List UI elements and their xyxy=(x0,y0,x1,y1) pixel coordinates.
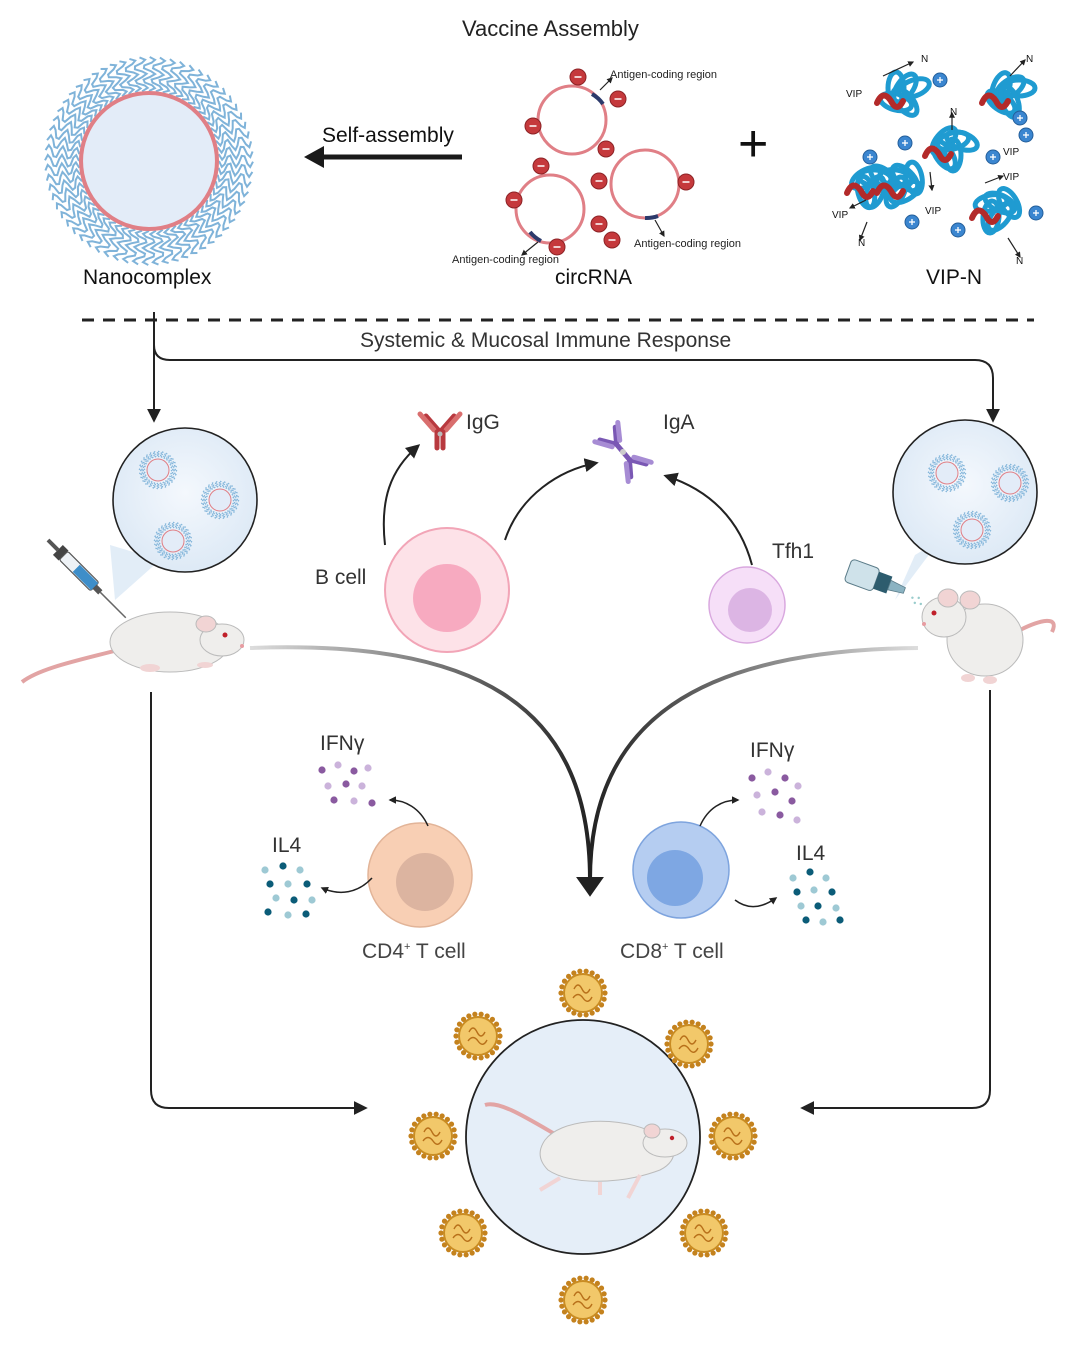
tfh1-cell xyxy=(708,566,786,644)
vip-tag: VIP xyxy=(925,206,942,217)
il4-label-left: IL4 xyxy=(272,834,302,857)
n-tag: N xyxy=(921,54,929,65)
igg-antibody-icon xyxy=(417,411,463,451)
cytokine-arrows xyxy=(320,796,778,908)
self-assembly-arrow xyxy=(304,146,462,168)
cd8-t-cell-label: CD8+ T cell xyxy=(620,940,724,963)
n-tag: N xyxy=(1026,54,1034,65)
n-tag: N xyxy=(858,238,866,249)
vip-tag: VIP xyxy=(1003,147,1020,158)
self-assembly-label: Self-assembly xyxy=(322,124,454,147)
injection-bubble xyxy=(110,427,258,600)
mouse-left-icon xyxy=(20,611,245,684)
ifng-label-left: IFNγ xyxy=(320,732,365,755)
iga-antibody-icon xyxy=(592,419,654,485)
immune-response-title: Systemic & Mucosal Immune Response xyxy=(360,329,732,352)
intranasal-bubble xyxy=(892,419,1038,600)
vip-tag: VIP xyxy=(832,210,849,221)
cd8-t-cell xyxy=(632,821,730,919)
mouse-right-icon xyxy=(921,588,1056,684)
antigen-region-label-right: Antigen-coding region xyxy=(634,238,742,250)
ifng-label-right: IFNγ xyxy=(750,739,795,762)
challenge-arrows xyxy=(150,690,991,1115)
tfh1-label: Tfh1 xyxy=(772,540,815,563)
diagram-title: Vaccine Assembly xyxy=(462,16,639,41)
syringe-icon xyxy=(46,538,127,619)
nasal-spray-icon xyxy=(844,559,922,606)
converging-arrows xyxy=(249,645,919,897)
vipn-group xyxy=(844,59,1044,259)
nanocomplex-label: Nanocomplex xyxy=(83,266,212,289)
b-cell-label: B cell xyxy=(315,566,367,589)
cd4-t-cell xyxy=(367,822,473,928)
cd4-t-cell-label: CD4+ T cell xyxy=(362,940,466,963)
vip-tag: VIP xyxy=(1003,172,1020,183)
virus-particles xyxy=(408,968,758,1325)
plus-sign: + xyxy=(738,115,769,173)
antigen-region-label-top: Antigen-coding region xyxy=(610,69,718,81)
iga-label: IgA xyxy=(663,411,695,434)
n-tag: N xyxy=(1016,256,1024,267)
n-tag: N xyxy=(950,107,958,118)
challenged-mouse-icon xyxy=(484,1102,688,1199)
circrna-label: circRNA xyxy=(555,266,632,289)
antigen-region-label-left: Antigen-coding region xyxy=(452,254,560,266)
vip-tag: VIP xyxy=(846,89,863,100)
delivery-route-arrows xyxy=(147,312,1000,423)
circrna-group xyxy=(505,68,695,256)
cytokine-dots xyxy=(261,761,844,926)
nanocomplex-particle xyxy=(44,56,254,266)
il4-label-right: IL4 xyxy=(796,842,826,865)
igg-label: IgG xyxy=(466,411,500,434)
antibody-arrows xyxy=(382,444,753,566)
b-cell xyxy=(384,527,510,653)
vipn-label: VIP-N xyxy=(926,266,983,289)
